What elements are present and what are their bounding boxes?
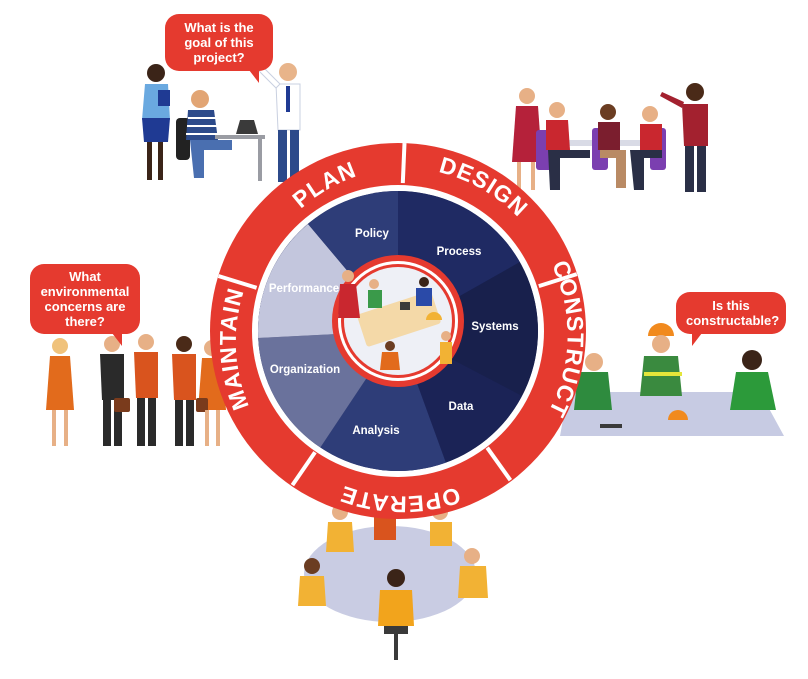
person-shirt: [640, 124, 662, 150]
hub-team-scene: [338, 270, 452, 370]
person-head: [686, 83, 704, 101]
clipboard-icon: [158, 90, 170, 106]
person-legs: [190, 140, 232, 178]
hard-hat-icon: [668, 410, 688, 420]
maintain-scene: [46, 334, 226, 446]
speech-bubble-construct: Is this constructable?: [676, 292, 786, 346]
person-dress: [512, 106, 542, 162]
lifecycle-wheel: PLAN DESIGN CONSTRUCT OPERATE MAINTAIN P…: [210, 143, 588, 519]
plan-scene: [142, 63, 301, 182]
segment-systems: [398, 262, 538, 396]
ring-dividers: [217, 143, 578, 487]
construct-scene: [560, 323, 784, 436]
topic-policy: Policy: [355, 228, 389, 240]
person-head: [549, 102, 565, 118]
hard-hat-icon: [648, 323, 674, 336]
person-head: [304, 558, 320, 574]
laptop-icon: [236, 120, 258, 134]
person-vest: [682, 104, 708, 146]
person-dress: [46, 356, 74, 410]
person-shirt: [730, 372, 776, 410]
design-scene: [512, 83, 708, 192]
person-head: [519, 88, 535, 104]
desk: [215, 135, 265, 139]
person-head: [279, 63, 297, 81]
person-jacket: [172, 354, 196, 400]
person-shirt: [546, 120, 570, 150]
person-leg: [290, 130, 299, 182]
person-head: [742, 350, 762, 370]
person-head: [138, 334, 154, 350]
person-head: [464, 548, 480, 564]
topic-analysis: Analysis: [352, 425, 399, 437]
person-head: [600, 104, 616, 120]
person-head: [387, 569, 405, 587]
person-head: [52, 338, 68, 354]
person-skirt: [142, 118, 170, 142]
topic-performance: Performance: [269, 283, 339, 295]
person-head: [176, 336, 192, 352]
person-leg: [278, 130, 287, 182]
chair: [384, 626, 408, 634]
person-suit: [100, 354, 124, 400]
speech-bubble-maintain: What environmental concerns are there?: [30, 264, 140, 346]
person-leg: [158, 142, 163, 180]
person-head: [585, 353, 603, 371]
tablet-icon: [600, 424, 622, 428]
speech-bubble-plan: What is the goal of this project?: [165, 14, 273, 83]
pointing-arm: [660, 92, 684, 108]
person-head: [642, 106, 658, 122]
person-shirt: [598, 122, 620, 150]
person-vest: [574, 372, 612, 410]
topic-organization: Organization: [270, 364, 340, 376]
hard-hat-icon: [426, 312, 442, 320]
person-jacket: [134, 352, 158, 398]
briefcase-icon: [196, 398, 208, 412]
operate-scene: [298, 498, 488, 660]
briefcase-icon: [114, 398, 130, 412]
person-head: [191, 90, 209, 108]
segment-analysis: [320, 331, 446, 471]
tie: [286, 86, 290, 112]
person-leg: [147, 142, 152, 180]
desk-leg: [258, 139, 262, 181]
chair-back: [176, 118, 190, 160]
topic-process: Process: [437, 246, 482, 258]
topic-systems: Systems: [471, 321, 518, 333]
person-head: [652, 335, 670, 353]
topic-data: Data: [449, 401, 475, 413]
person-head: [147, 64, 165, 82]
laptop-icon: [400, 302, 410, 310]
